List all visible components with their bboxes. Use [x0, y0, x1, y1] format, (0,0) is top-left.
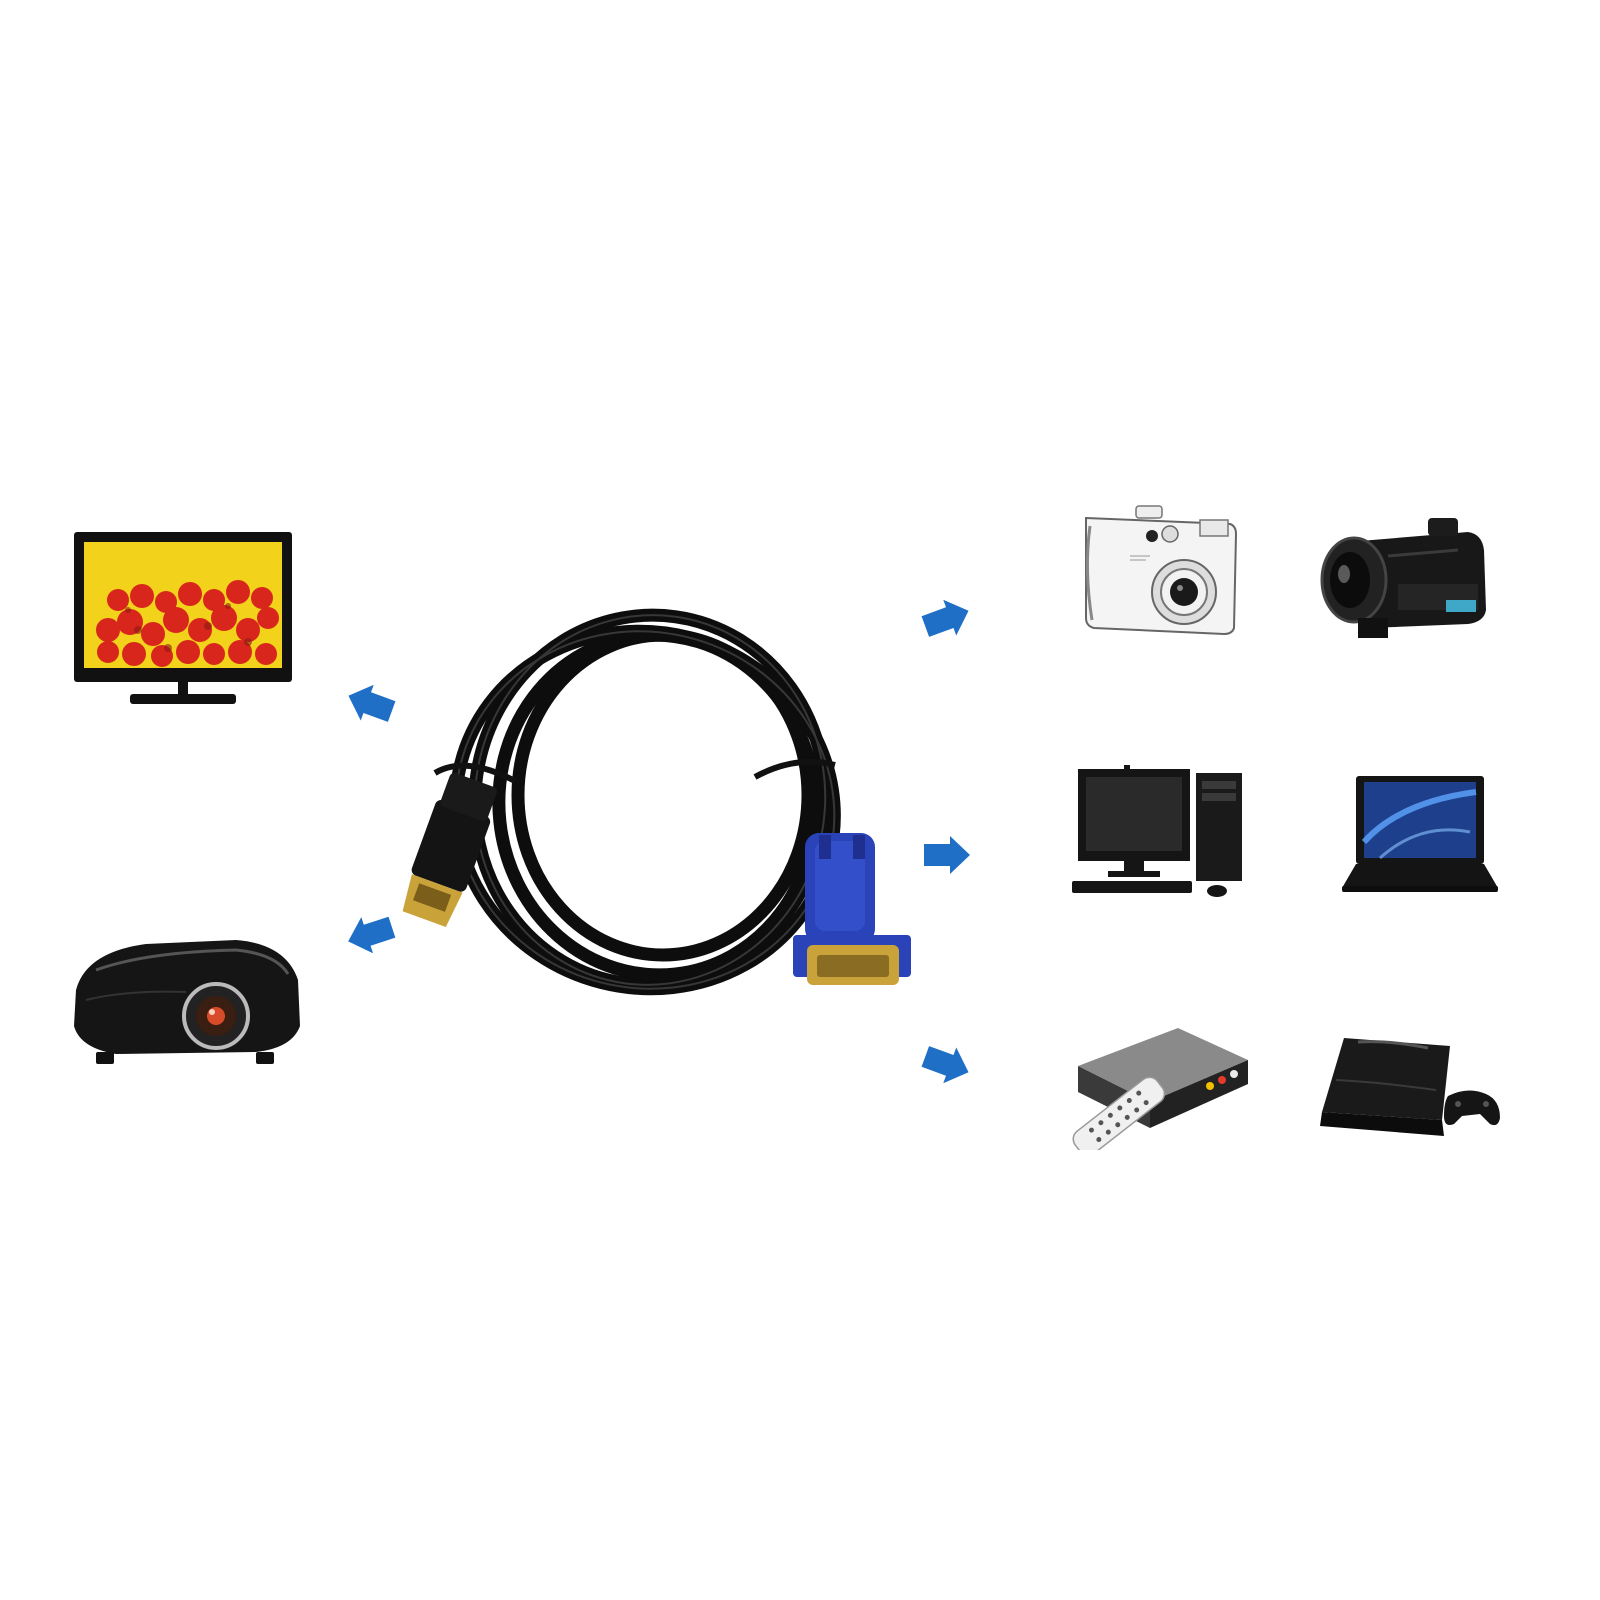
hdmi-to-vga-cable-icon: [395, 605, 935, 1025]
laptop-icon: [1340, 772, 1500, 897]
projector-icon: [66, 930, 306, 1075]
digital-camera-icon: [1080, 500, 1240, 645]
desktop-computer-icon: [1072, 765, 1247, 900]
television-icon: [68, 530, 298, 715]
arrow-to-projector-icon: [345, 915, 397, 953]
arrow-to-television-icon: [345, 685, 397, 723]
camcorder-icon: [1318, 510, 1488, 645]
arrow-from-media-devices-icon: [920, 1045, 972, 1083]
arrow-from-computers-icon: [920, 836, 972, 874]
set-top-box-with-remote-icon: [1060, 1020, 1260, 1150]
game-console-icon: [1318, 1020, 1508, 1155]
arrow-from-cameras-icon: [920, 600, 972, 638]
